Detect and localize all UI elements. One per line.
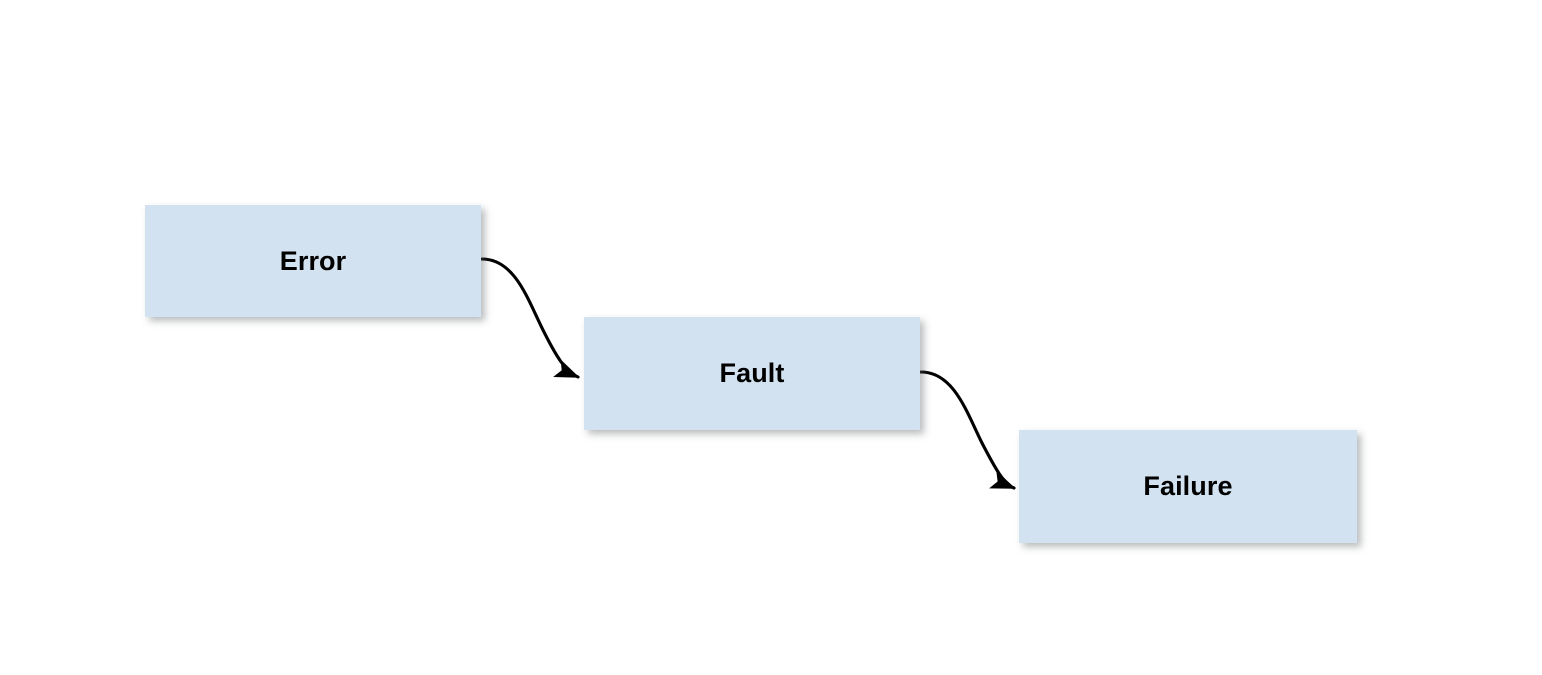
node-error[interactable]: Error xyxy=(145,205,481,317)
node-fault[interactable]: Fault xyxy=(584,317,920,430)
node-error-label: Error xyxy=(279,245,347,276)
connector-error-to-fault xyxy=(480,257,580,379)
node-failure-label: Failure xyxy=(1143,471,1233,501)
connector-fault-to-failure xyxy=(919,370,1016,490)
node-fault-label: Fault xyxy=(719,358,785,388)
node-failure[interactable]: Failure xyxy=(1019,430,1357,543)
